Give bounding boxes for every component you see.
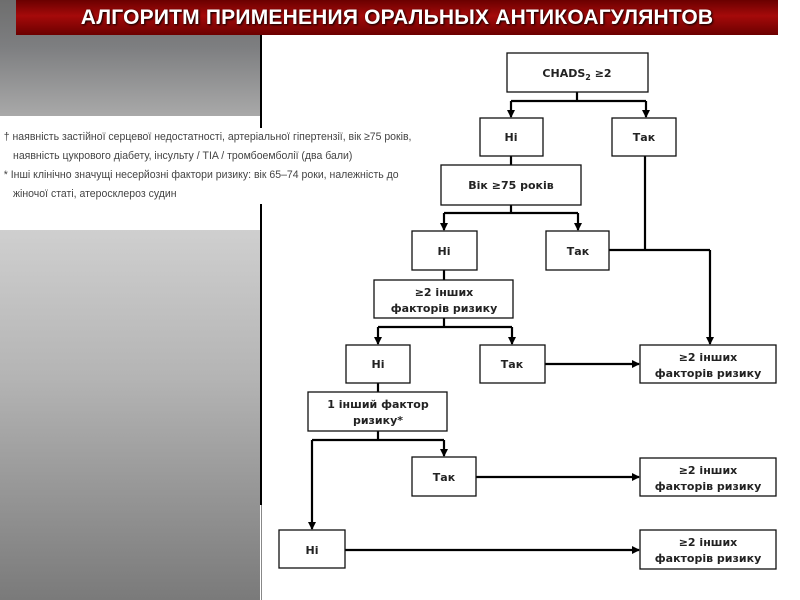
box-result-1: ≥2 інших факторів ризику xyxy=(639,344,777,384)
slide-title: АЛГОРИТМ ПРИМЕНЕНИЯ ОРАЛЬНЫХ АНТИКОАГУЛЯ… xyxy=(80,5,714,29)
box-other-factors: ≥2 інших факторів ризику xyxy=(373,279,514,319)
box-label: Ні xyxy=(372,358,385,371)
box-label: Так xyxy=(433,471,456,484)
box-age: Вік ≥75 років xyxy=(440,164,582,206)
connector xyxy=(444,205,578,215)
box-label: ≥2 інших xyxy=(679,464,738,477)
divider-line-lower xyxy=(261,505,262,600)
chads-condition: ≥2 xyxy=(591,67,612,80)
connector xyxy=(312,431,444,442)
box-label: Вік ≥75 років xyxy=(468,179,553,192)
connectors xyxy=(308,92,714,554)
footnote-asterisk: * Інші клінічно значущі несерйозні факто… xyxy=(0,166,414,204)
box-label: ≥2 інших xyxy=(679,351,738,364)
svg-text:CHADS2 ≥2: CHADS2 ≥2 xyxy=(542,67,611,82)
box-label: Так xyxy=(567,245,590,258)
box-label: факторів ризику xyxy=(655,480,762,493)
box-yes-2: Так xyxy=(545,230,610,271)
box-result-3: ≥2 інших факторів ризику xyxy=(639,529,777,570)
box-result-2: ≥2 інших факторів ризику xyxy=(639,457,777,497)
background-panel-bottom xyxy=(0,230,260,600)
box-label: Ні xyxy=(505,131,518,144)
box-yes-1: Так xyxy=(611,117,677,157)
box-yes-4: Так xyxy=(411,456,477,497)
box-chads: CHADS2 ≥2 xyxy=(506,52,649,93)
footnote-dagger: † наявність застійної серцевої недостатн… xyxy=(0,128,414,166)
footnote-marker: * xyxy=(3,169,8,181)
box-no-3: Ні xyxy=(345,344,411,384)
divider-line xyxy=(260,35,262,505)
box-one-other-factor: 1 інший фактор ризику* xyxy=(307,391,448,432)
footnote-text: наявність застійної серцевої недостатнос… xyxy=(12,131,412,162)
footnotes: † наявність застійної серцевої недостатн… xyxy=(0,128,414,204)
box-label: ≥2 інших xyxy=(415,286,474,299)
box-label: ризику* xyxy=(353,414,403,427)
box-label: 1 інший фактор xyxy=(327,398,429,411)
footnote-text: Інші клінічно значущі несерйозні фактори… xyxy=(10,169,399,200)
box-label: Так xyxy=(633,131,656,144)
box-no-2: Ні xyxy=(411,230,478,271)
title-bar: АЛГОРИТМ ПРИМЕНЕНИЯ ОРАЛЬНЫХ АНТИКОАГУЛЯ… xyxy=(16,0,778,35)
connector xyxy=(609,156,710,252)
box-label: Ні xyxy=(438,245,451,258)
box-label: Ні xyxy=(306,544,319,557)
connector xyxy=(378,318,512,329)
box-no-1: Ні xyxy=(479,117,544,157)
box-yes-3: Так xyxy=(479,344,546,384)
box-label: факторів ризику xyxy=(655,552,762,565)
footnote-marker: † xyxy=(3,131,10,143)
box-label: Так xyxy=(501,358,524,371)
connector xyxy=(511,92,646,103)
box-no-4: Ні xyxy=(278,529,346,569)
box-label: ≥2 інших xyxy=(679,536,738,549)
chads-subscript: 2 xyxy=(585,73,591,82)
box-label: факторів ризику xyxy=(655,367,762,380)
chads-label: CHADS xyxy=(542,67,585,80)
box-label: факторів ризику xyxy=(391,302,498,315)
